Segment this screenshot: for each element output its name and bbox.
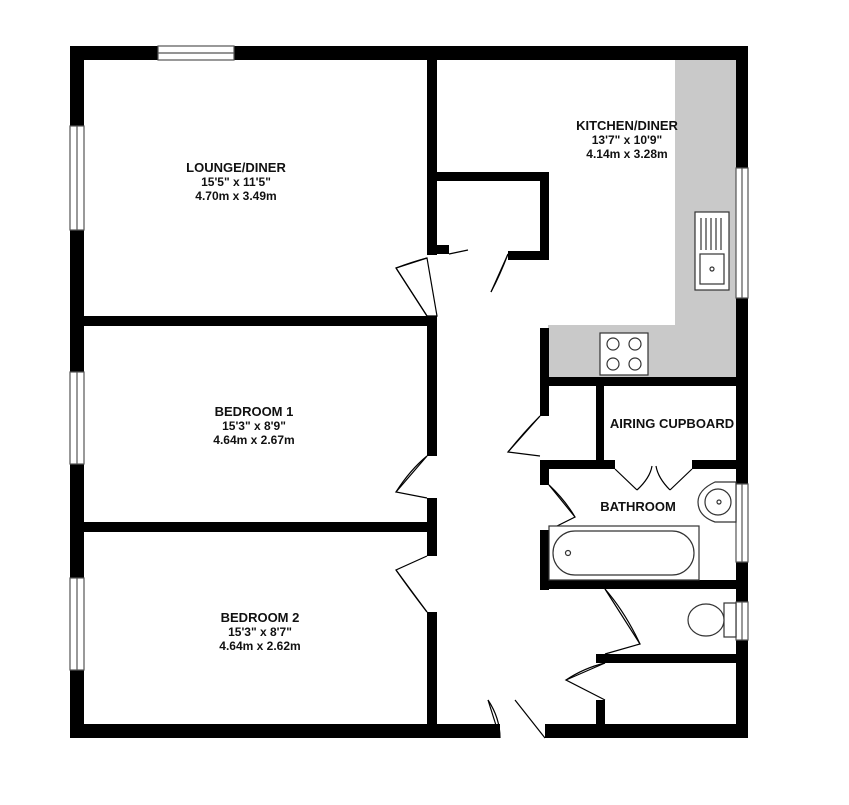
room-dimensions-imperial: 15'3" x 8'9"	[222, 419, 286, 433]
room-name: LOUNGE/DINER	[186, 160, 286, 175]
room-dimensions-metric: 4.70m x 3.49m	[195, 189, 276, 203]
bath-icon	[548, 525, 700, 581]
hob-icon	[599, 332, 649, 376]
room-dimensions-metric: 4.64m x 2.62m	[219, 639, 300, 653]
door-lounge	[395, 257, 438, 317]
outer-wall-top	[70, 46, 748, 60]
door-bedroom2	[395, 555, 428, 613]
room-dimensions-metric: 4.64m x 2.67m	[213, 433, 294, 447]
room-dimensions-imperial: 15'3" x 8'7"	[228, 625, 292, 639]
outer-wall-bottom-right	[545, 724, 748, 738]
room-dimensions-imperial: 13'7" x 10'9"	[592, 133, 662, 147]
doors	[394, 249, 693, 739]
room-name: BEDROOM 2	[221, 610, 300, 625]
door-entrance	[487, 699, 546, 739]
door-bedroom1	[394, 455, 428, 499]
door-kitchen-hall	[506, 415, 541, 457]
door-cupboard	[448, 249, 509, 293]
room-name: BEDROOM 1	[215, 404, 294, 419]
room-label-bedroom1: BEDROOM 1 15'3" x 8'9" 4.64m x 2.67m	[213, 404, 294, 447]
door-wc	[604, 588, 641, 655]
room-label-bathroom: BATHROOM	[600, 499, 676, 514]
room-label-bedroom2: BEDROOM 2 15'3" x 8'7" 4.64m x 2.62m	[219, 610, 300, 653]
door-store	[564, 662, 606, 701]
room-dimensions-metric: 4.14m x 3.28m	[586, 147, 667, 161]
room-name: KITCHEN/DINER	[576, 118, 678, 133]
windows	[69, 45, 749, 671]
wash-basin-icon	[697, 481, 737, 523]
toilet-icon	[687, 602, 737, 638]
room-label-lounge: LOUNGE/DINER 15'5" x 11'5" 4.70m x 3.49m	[186, 160, 286, 203]
room-dimensions-imperial: 15'5" x 11'5"	[201, 175, 271, 189]
outer-wall-bottom-left	[70, 724, 500, 738]
room-label-airing-cupboard: AIRING CUPBOARD	[610, 416, 734, 431]
door-airing	[614, 465, 693, 491]
door-bathroom	[548, 484, 576, 531]
room-label-kitchen: KITCHEN/DINER 13'7" x 10'9" 4.14m x 3.28…	[576, 118, 678, 161]
kitchen-sink-icon	[694, 211, 730, 291]
